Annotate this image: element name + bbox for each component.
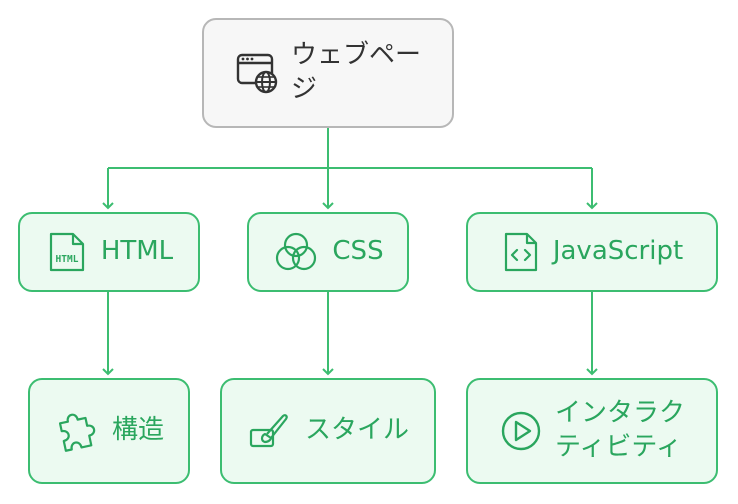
node-interactivity: インタラク ティビティ [466, 378, 718, 484]
svg-text:HTML: HTML [55, 254, 78, 265]
node-javascript: JavaScript [466, 212, 718, 292]
color-circles-icon [276, 232, 317, 271]
puzzle-piece-icon [58, 413, 96, 452]
node-javascript-label: JavaScript [552, 236, 684, 267]
html-file-icon: HTML [49, 232, 84, 272]
play-circle-icon [501, 411, 541, 451]
node-style-label: スタイル [304, 415, 409, 446]
node-structure-label: 構造 [111, 415, 164, 446]
node-structure: 構造 [28, 378, 190, 484]
node-style: スタイル [220, 378, 436, 484]
code-file-icon [504, 232, 537, 272]
node-css-label: CSS [332, 236, 384, 267]
node-web-page-label: ウェブペー ジ [290, 40, 421, 104]
browser-globe-icon [236, 53, 278, 94]
node-interactivity-label: インタラク ティビティ [554, 398, 685, 462]
node-web-page: ウェブペー ジ [202, 18, 454, 128]
node-html-label: HTML [100, 236, 174, 267]
paint-brush-icon [249, 414, 288, 448]
node-css: CSS [247, 212, 409, 292]
node-html: HTML HTML [18, 212, 200, 292]
